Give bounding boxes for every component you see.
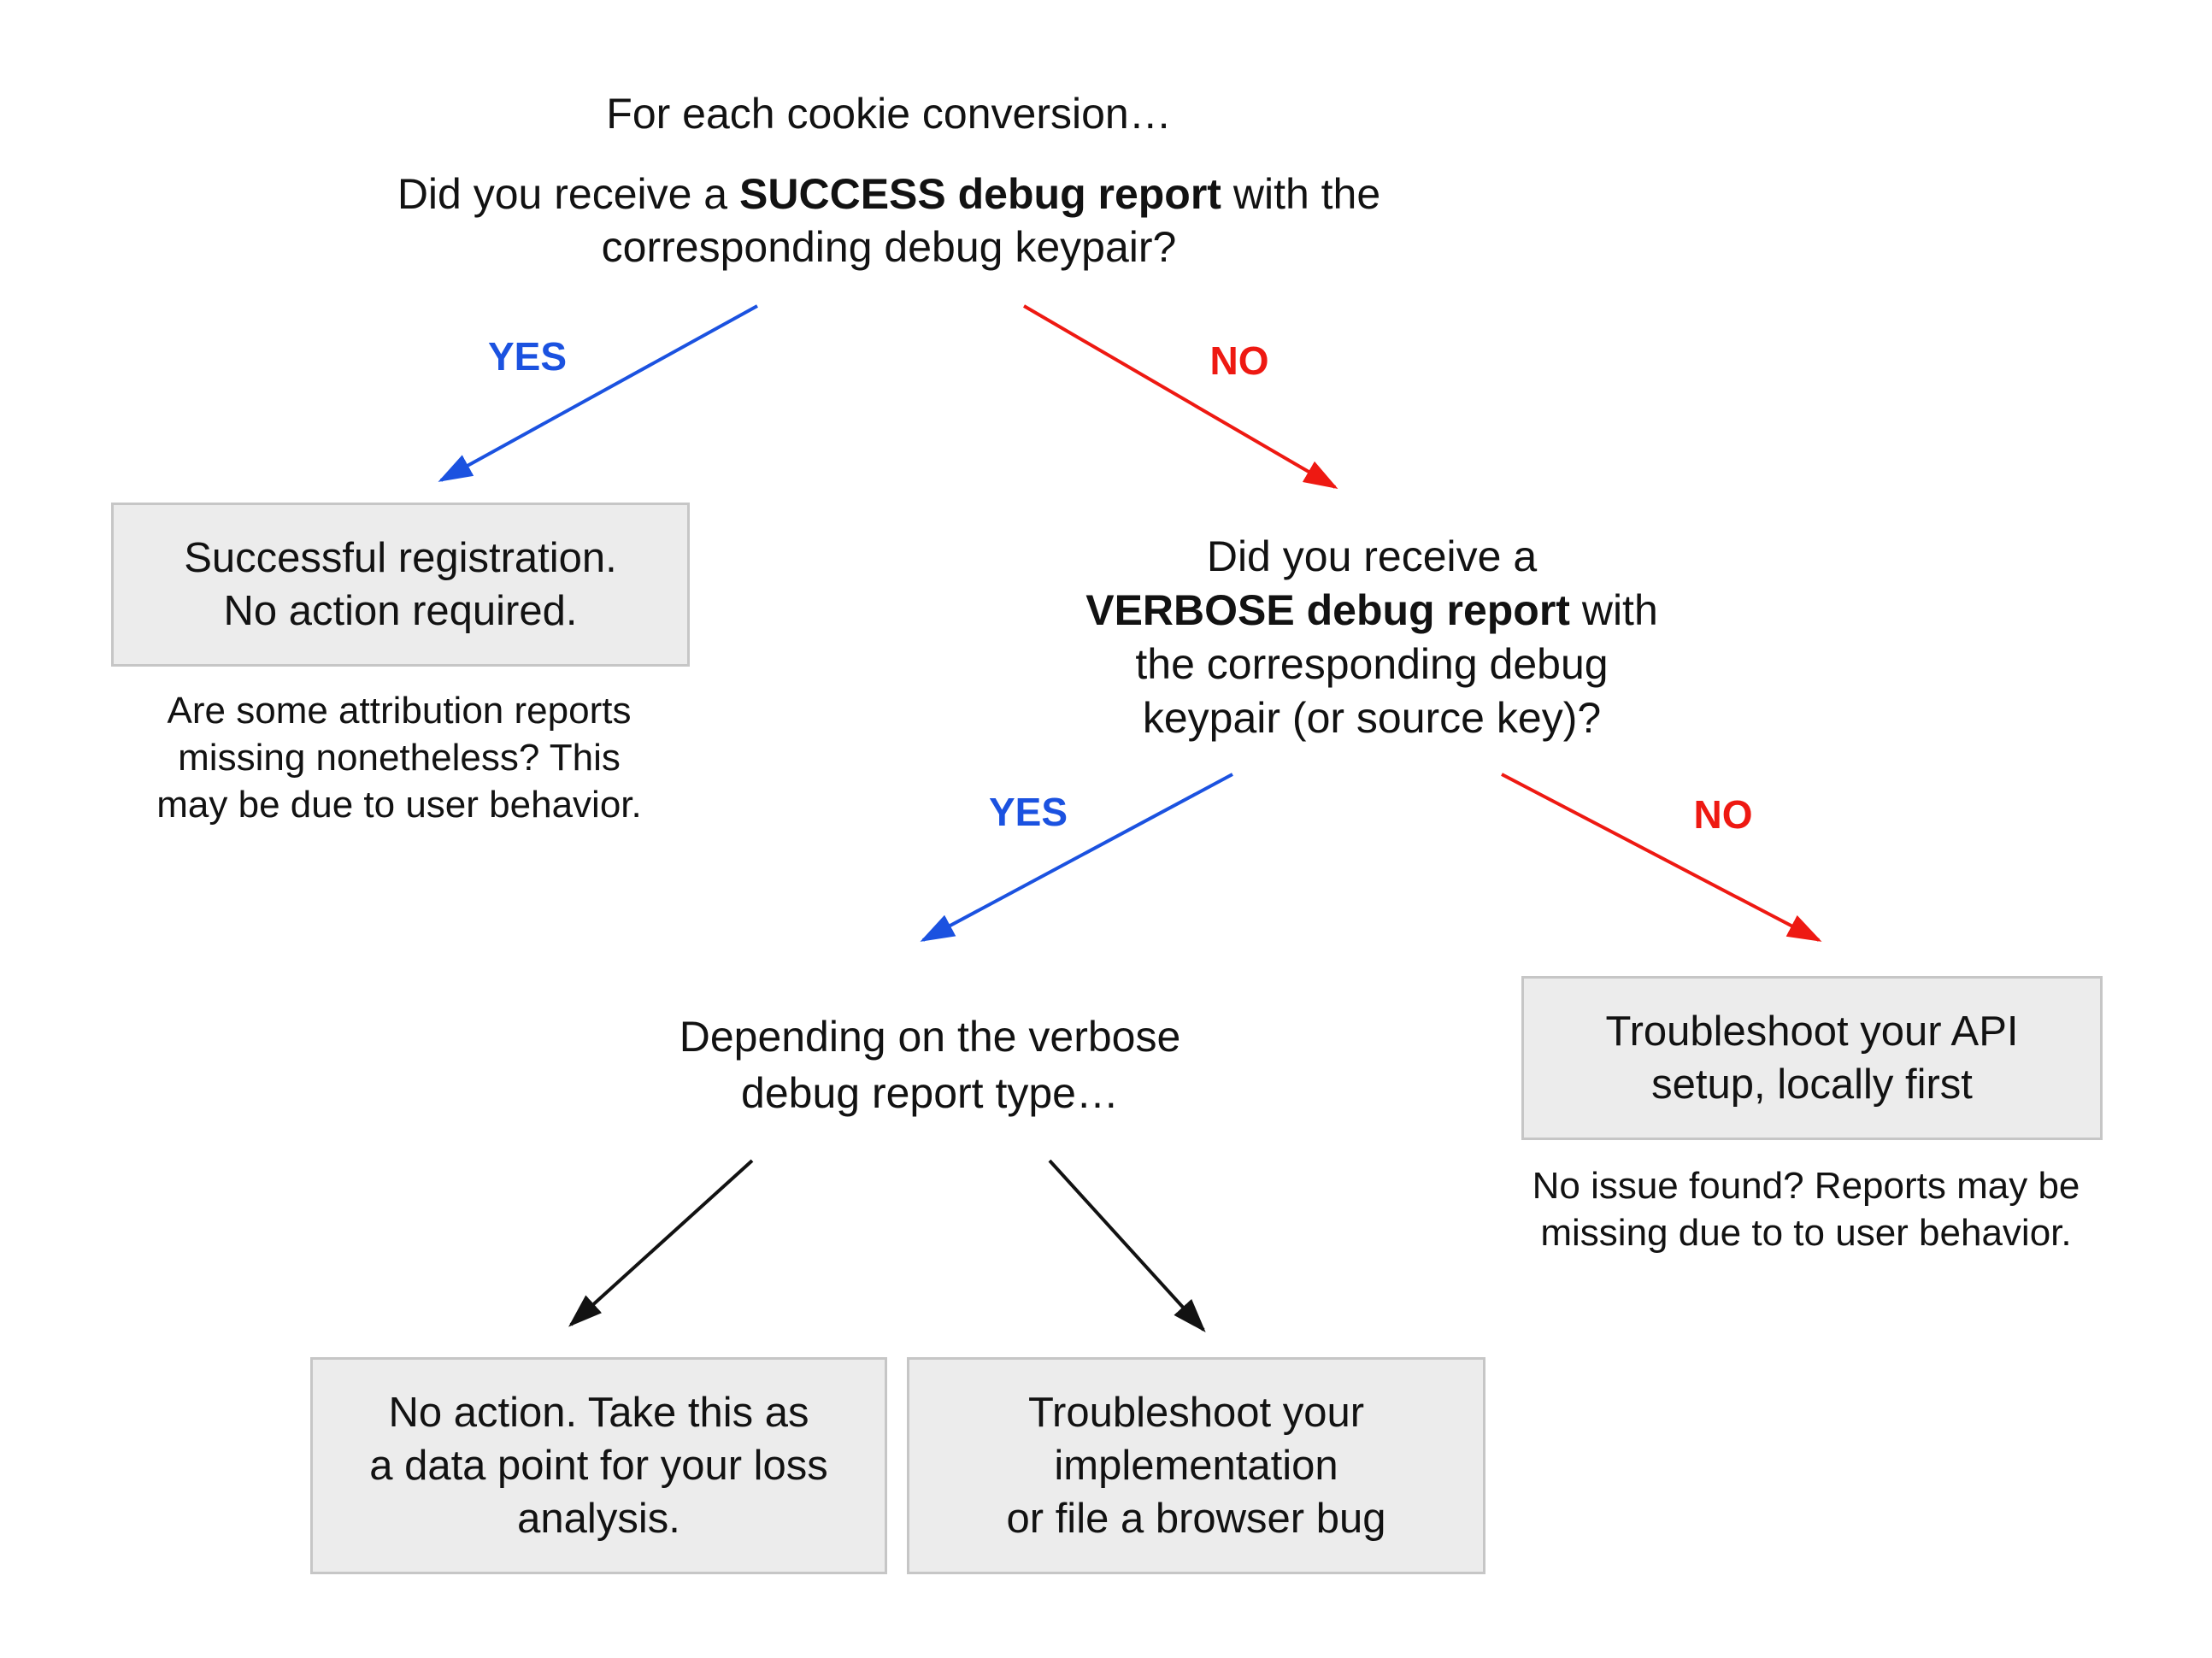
verbose-question-line3: the corresponding debug	[1135, 640, 1609, 688]
success-note-line3: may be due to user behavior.	[156, 784, 642, 826]
root-question-line2: Did you receive a SUCCESS debug report w…	[205, 168, 1573, 220]
success-note-line2: missing nonetheless? This	[178, 737, 621, 779]
api-box-line1: Troubleshoot your API	[1605, 1008, 2019, 1055]
verbose-question-line2-suffix: with	[1569, 586, 1658, 634]
api-note-line2: missing due to to user behavior.	[1540, 1212, 2072, 1254]
depending-line2: debug report type…	[741, 1069, 1119, 1117]
troubleshoot-implementation-box: Troubleshoot your implementation or file…	[907, 1357, 1485, 1574]
root-question-line2-prefix: Did you receive a	[397, 170, 740, 218]
verbose-type-arrow-left	[568, 1159, 754, 1327]
no-arrow-level2	[1501, 773, 1822, 942]
impl-box-line2: implementation	[1054, 1443, 1338, 1489]
no-action-loss-analysis-box: No action. Take this as a data point for…	[310, 1357, 887, 1574]
root-question-line2-suffix: with the	[1221, 170, 1381, 218]
no-arrow-level1	[1022, 304, 1338, 490]
loss-box-line1: No action. Take this as	[388, 1390, 809, 1436]
root-question-line3: corresponding debug keypair?	[601, 223, 1177, 271]
api-box-line2: setup, locally first	[1651, 1061, 1973, 1108]
yes-label-level2: YES	[988, 790, 1068, 834]
root-question-line2-bold: SUCCESS debug report	[739, 170, 1221, 218]
success-box-line2: No action required.	[223, 588, 578, 634]
verbose-question-line2: VERBOSE debug report with	[1030, 584, 1714, 638]
impl-box-line1: Troubleshoot your	[1027, 1390, 1365, 1436]
depending-text: Depending on the verbose debug report ty…	[588, 1008, 1272, 1121]
troubleshoot-api-box: Troubleshoot your API setup, locally fir…	[1521, 976, 2103, 1140]
loss-box-line2: a data point for your loss	[369, 1443, 828, 1489]
success-box-line1: Successful registration.	[184, 535, 617, 581]
successful-registration-box: Successful registration. No action requi…	[111, 503, 690, 667]
yes-arrow-level1	[438, 304, 758, 482]
api-note-text: No issue found? Reports may be missing d…	[1498, 1162, 2114, 1256]
root-intro-text: For each cookie conversion…	[205, 87, 1573, 142]
api-note-line1: No issue found? Reports may be	[1532, 1165, 2080, 1207]
verbose-type-arrow-right	[1048, 1159, 1206, 1332]
loss-box-line3: analysis.	[517, 1496, 680, 1542]
success-note-text: Are some attribution reports missing non…	[100, 687, 698, 828]
no-label-level2: NO	[1693, 792, 1753, 837]
root-intro-line: For each cookie conversion…	[606, 90, 1172, 138]
impl-box-line3: or file a browser bug	[1006, 1496, 1386, 1542]
success-note-line1: Are some attribution reports	[167, 690, 632, 732]
verbose-question-line4: keypair (or source key)?	[1142, 694, 1602, 742]
yes-label-level1: YES	[487, 334, 568, 379]
no-label-level1: NO	[1209, 338, 1269, 383]
verbose-question-line1: Did you receive a	[1206, 532, 1538, 580]
verbose-question-text: Did you receive a VERBOSE debug report w…	[1030, 530, 1714, 745]
verbose-question-line2-bold: VERBOSE debug report	[1085, 586, 1570, 634]
root-question-text: Did you receive a SUCCESS debug report w…	[205, 168, 1573, 273]
depending-line1: Depending on the verbose	[679, 1013, 1181, 1061]
yes-arrow-level2	[920, 773, 1233, 942]
